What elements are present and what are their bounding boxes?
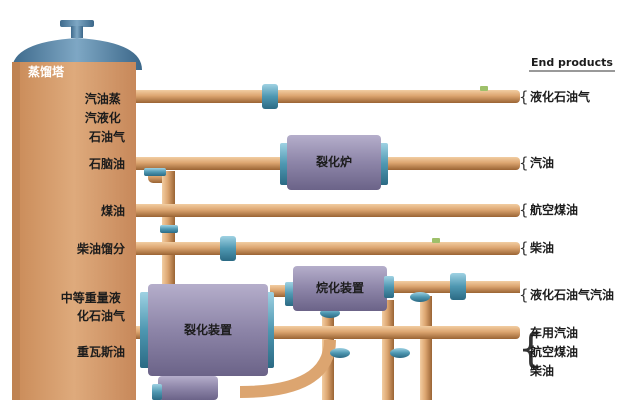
tower-nozzle-neck <box>71 26 83 38</box>
tower-body <box>12 62 136 400</box>
tower-label: 蒸馏塔 <box>28 64 65 79</box>
pipe-curved-lower <box>239 339 336 398</box>
product-brace: { <box>519 154 529 172</box>
product-mixed: 车用汽油 航空煤油 柴油 <box>529 325 582 378</box>
product-brace-large: { <box>518 326 543 372</box>
end-products: End products { 液化石油气 { 汽油 { 航空煤油 { 柴油 { … <box>518 56 615 378</box>
coupling <box>410 292 430 302</box>
coupling <box>450 273 466 300</box>
pipe-vertical-3 <box>420 296 432 400</box>
pipe-diesel <box>132 242 520 255</box>
alkylation-unit: 烷化装置 <box>285 266 394 311</box>
pipe-lpg <box>132 90 520 103</box>
coupling <box>262 84 278 109</box>
product-brace: { <box>519 239 529 257</box>
lower-unit-body <box>158 376 218 400</box>
fraction-label-medium-lpg: 中等重量液 化石油气 <box>61 290 125 323</box>
coupling <box>432 238 440 243</box>
product-jet-fuel: 航空煤油 <box>530 202 578 217</box>
furnace-label: 裂化炉 <box>315 154 352 169</box>
product-diesel: 柴油 <box>529 240 554 255</box>
product-brace: { <box>519 286 529 304</box>
cracking-unit: 裂化装置 <box>140 284 274 376</box>
product-gasoline: 汽油 <box>530 155 554 170</box>
product-lpg: 液化石油气 <box>530 89 590 104</box>
furnace-body <box>287 135 381 190</box>
cracking-furnace: 裂化炉 <box>280 135 388 190</box>
coupling <box>480 86 488 91</box>
lower-unit <box>152 376 218 400</box>
coupling <box>160 225 178 233</box>
fraction-label-kerosene: 煤油 <box>101 203 125 218</box>
alkylation-flange <box>285 282 295 306</box>
cracking-body <box>148 284 268 376</box>
fraction-label-heavy-gas-oil: 重瓦斯油 <box>77 344 125 359</box>
products-header: End products <box>531 56 613 69</box>
pipe-vertical-2 <box>382 300 394 400</box>
distillation-tower: 蒸馏塔 汽油蒸 汽液化 石油气 石脑油 煤油 柴油馏分 中等重量液 化石油气 重… <box>12 20 142 400</box>
coupling <box>390 348 410 358</box>
coupling <box>330 348 350 358</box>
product-lpg-gasoline: 液化石油气汽油 <box>530 287 614 302</box>
cracking-label: 裂化装置 <box>183 322 232 337</box>
alkylation-body <box>293 266 387 311</box>
alkylation-label: 烷化装置 <box>316 280 364 295</box>
alkylation-flange-right <box>384 276 394 298</box>
fraction-label-naphtha: 石脑油 <box>88 156 125 171</box>
coupling <box>220 236 236 261</box>
fraction-label-diesel: 柴油馏分 <box>76 241 125 256</box>
product-brace: { <box>519 201 529 219</box>
fraction-label-lpg: 汽油蒸 汽液化 石油气 <box>85 91 125 144</box>
lower-unit-flange <box>152 384 162 400</box>
coupling <box>144 168 166 176</box>
tower-left-band <box>12 62 20 400</box>
pipe-kerosene <box>132 204 520 217</box>
product-brace: { <box>519 88 529 106</box>
tower-nozzle <box>60 20 94 27</box>
